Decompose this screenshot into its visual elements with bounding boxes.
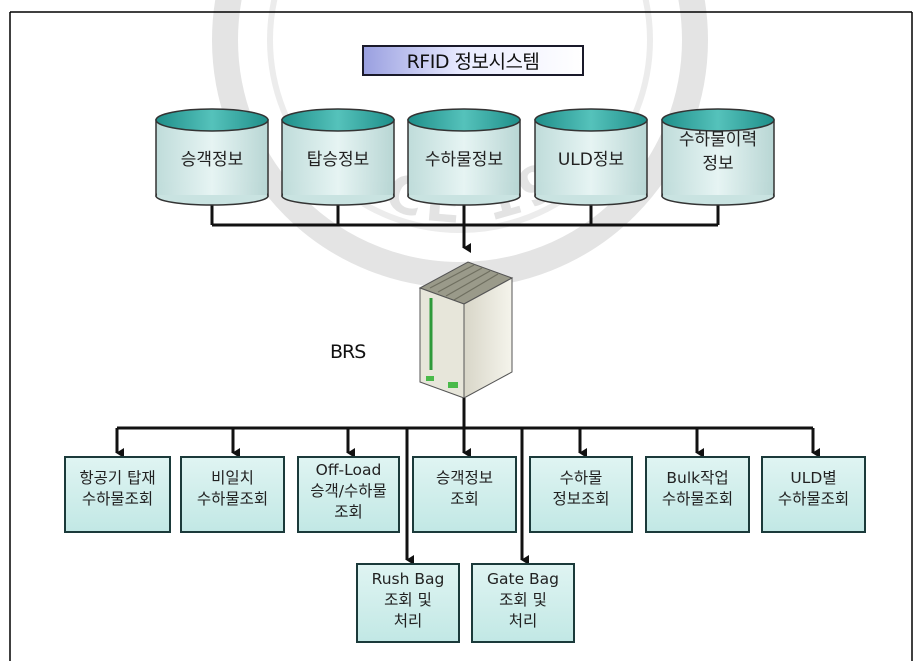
function-box-2: 비일치 수하물조회: [180, 456, 285, 533]
db-label-baggage-history: 수하물이력 정보: [662, 128, 774, 176]
function-box-6: Bulk작업 수하물조회: [645, 456, 750, 533]
function-box-5: 수하물 정보조회: [529, 456, 633, 533]
gate-bag-box: Gate Bag 조회 및 처리: [471, 563, 575, 643]
db-label-boarding: 탑승정보: [282, 148, 394, 172]
function-box-7: ULD별 수하물조회: [761, 456, 866, 533]
function-box-label: Rush Bag 조회 및 처리: [372, 569, 445, 632]
rush-bag-box: Rush Bag 조회 및 처리: [356, 563, 460, 643]
server-icon: [420, 262, 512, 398]
function-box-label: 승객정보 조회: [436, 468, 493, 510]
function-box-label: Off-Load 승객/수하물 조회: [310, 460, 387, 523]
function-box-label: Gate Bag 조회 및 처리: [487, 569, 559, 632]
function-box-3: Off-Load 승객/수하물 조회: [297, 456, 400, 533]
db-label-baggage: 수하물정보: [408, 148, 520, 172]
db-label-uld: ULD정보: [535, 148, 647, 172]
function-box-label: 항공기 탑재 수하물조회: [79, 468, 155, 510]
server-label: BRS: [330, 341, 365, 363]
function-box-label: 수하물 정보조회: [552, 468, 609, 510]
function-box-label: 비일치 수하물조회: [197, 468, 268, 510]
function-box-1: 항공기 탑재 수하물조회: [64, 456, 171, 533]
function-box-label: Bulk작업 수하물조회: [662, 468, 733, 510]
function-box-label: ULD별 수하물조회: [778, 468, 849, 510]
system-title: RFID 정보시스템: [362, 45, 584, 76]
function-box-4: 승객정보 조회: [412, 456, 517, 533]
db-label-passenger: 승객정보: [156, 148, 268, 172]
